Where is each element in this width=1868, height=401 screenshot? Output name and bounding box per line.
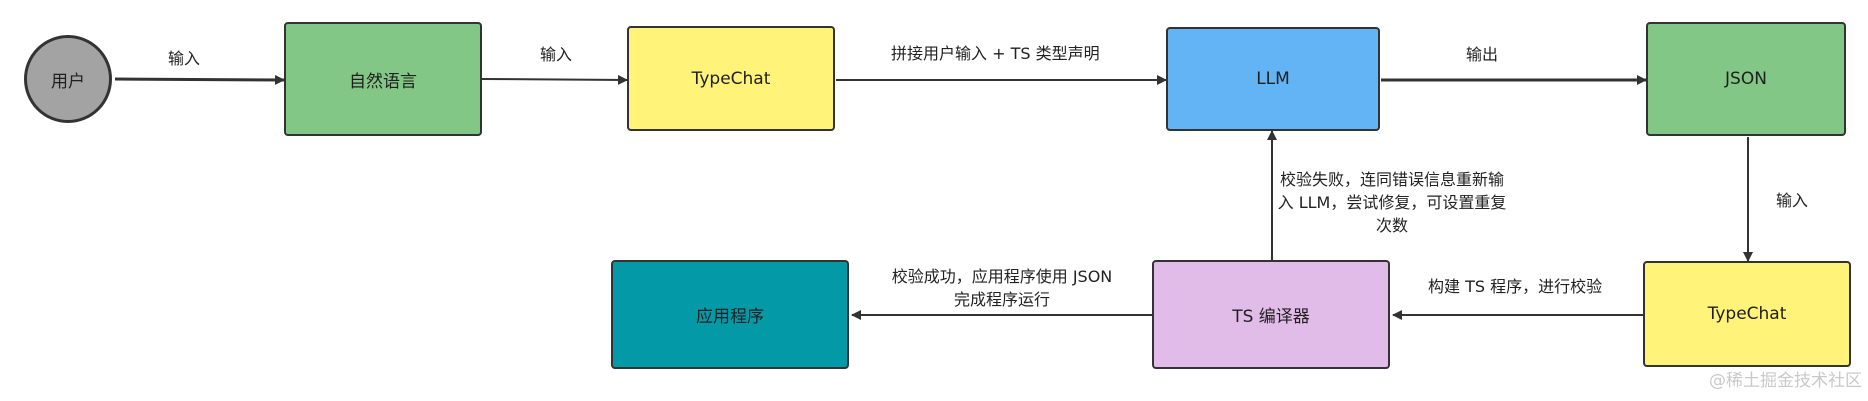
edge-label-natural-language-to-typechat: 输入 [540, 45, 573, 64]
typechat-input-node: TypeChat [627, 26, 835, 131]
edge-label-llm-to-json: 输出 [1466, 45, 1499, 64]
arrow-natural-language-to-typechat [481, 74, 628, 85]
edge-label-typechat-to-compiler: 构建 TS 程序，进行校验 [1428, 277, 1603, 296]
ts-compiler-node-label: TS 编译器 [1232, 307, 1310, 327]
edge-label-typechat-to-llm: 拼接用户输入 + TS 类型声明 [891, 44, 1100, 63]
json-node: JSON [1646, 22, 1846, 136]
watermark: @稀土掘金技术社区 [1709, 371, 1862, 391]
typechat-input-node-label: TypeChat [691, 68, 771, 89]
natural-language-node-label: 自然语言 [349, 71, 417, 92]
edge-label-compiler-to-application: 校验成功，应用程序使用 JSON 完成程序运行 [891, 267, 1113, 309]
json-node-label: JSON [1725, 69, 1767, 89]
ts-compiler-node: TS 编译器 [1152, 260, 1390, 369]
edge-label-user-to-natural-language: 输入 [168, 49, 201, 68]
llm-node: LLM [1166, 27, 1380, 131]
user-node-label: 用户 [51, 71, 85, 92]
llm-node-label: LLM [1256, 69, 1290, 89]
edge-label-compiler-to-llm: 校验失败，连同错误信息重新输入 LLM，尝试修复，可设置重复次数 [1277, 170, 1507, 235]
natural-language-node: 自然语言 [284, 22, 482, 136]
application-node: 应用程序 [611, 260, 849, 369]
typechat-validate-node-label: TypeChat [1707, 304, 1787, 324]
arrow-user-to-natural-language [114, 74, 285, 85]
typechat-validate-node: TypeChat [1643, 261, 1851, 367]
application-node-label: 应用程序 [696, 307, 764, 327]
edge-label-json-to-typechat: 输入 [1776, 191, 1809, 210]
user-node: 用户 [24, 35, 112, 123]
